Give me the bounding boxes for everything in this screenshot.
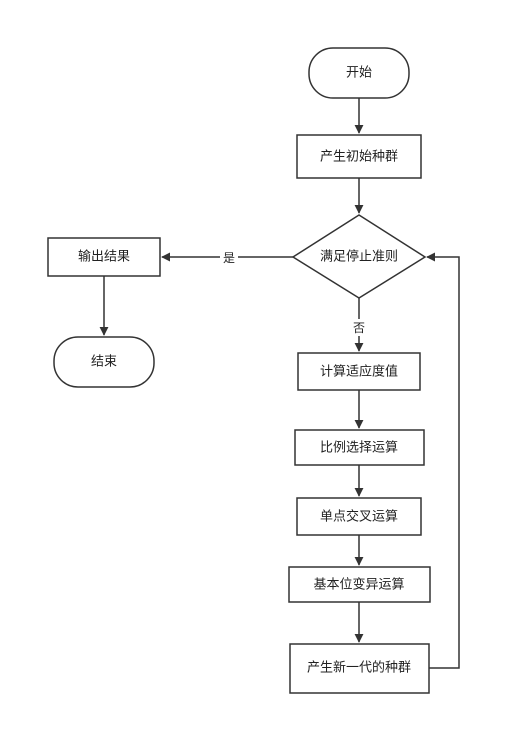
end-label: 结束 — [91, 355, 117, 370]
init-population-label: 产生初始种群 — [320, 150, 398, 165]
end-terminal — [53, 336, 155, 388]
no-label-bg — [350, 319, 368, 336]
stop-criterion-decision — [291, 214, 427, 299]
compute-fitness-box — [297, 352, 421, 391]
no-label: 否 — [353, 321, 365, 335]
basic-bit-mutation-box — [288, 566, 431, 603]
output-result-box — [47, 237, 161, 277]
start-terminal — [308, 47, 410, 99]
stop-criterion-label: 满足停止准则 — [320, 249, 398, 265]
edge-newgen-loop-back — [426, 252, 460, 669]
yes-label-bg — [220, 249, 238, 266]
basic-bit-mutation-label: 基本位变异运算 — [313, 577, 404, 593]
single-point-crossover-box — [296, 497, 422, 536]
init-population-box — [296, 134, 422, 179]
proportional-selection-box — [294, 429, 425, 466]
start-label: 开始 — [346, 66, 372, 81]
proportional-selection-label: 比例选择运算 — [320, 441, 398, 456]
compute-fitness-label: 计算适应度值 — [320, 364, 398, 380]
new-generation-box — [289, 643, 430, 694]
single-point-crossover-label: 单点交叉运算 — [320, 509, 398, 525]
output-result-label: 输出结果 — [78, 249, 130, 265]
yes-label: 是 — [223, 251, 235, 265]
new-generation-label: 产生新一代的种群 — [307, 660, 411, 676]
